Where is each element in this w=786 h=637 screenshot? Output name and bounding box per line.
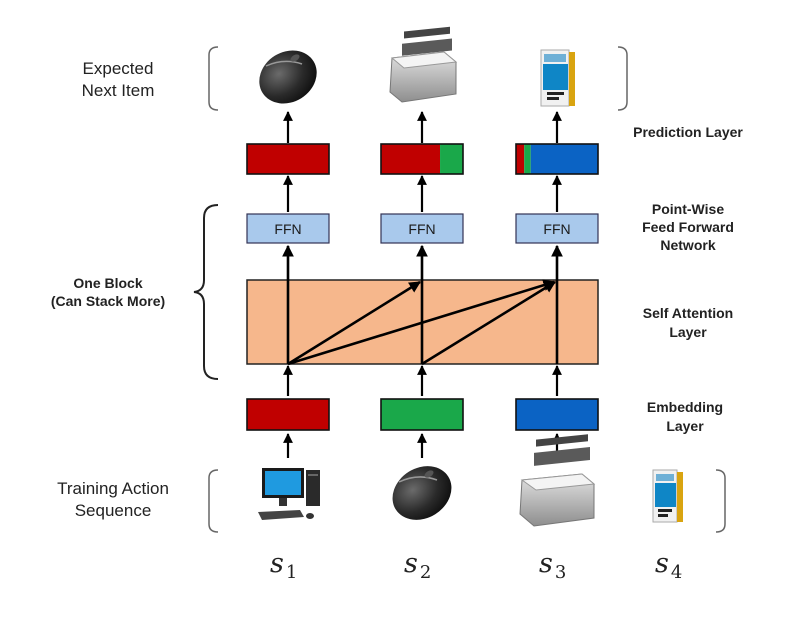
embedding-label-line1: Embedding: [647, 399, 723, 415]
embedding-layer-label: Embedding Layer: [647, 399, 723, 434]
ffn-label-line2: Feed Forward: [642, 219, 734, 235]
prediction-bar-2-outline: [380, 143, 464, 175]
ffn-box-3: FFN: [515, 213, 599, 244]
attn-arrow-1-to-3: [287, 279, 556, 366]
training-right-bracket: [715, 469, 726, 533]
expected-right-bracket: [617, 46, 628, 111]
attention-label-line1: Self Attention: [643, 305, 733, 321]
expected-left-bracket: [208, 46, 219, 111]
prediction-bar-3: [515, 143, 599, 175]
expected-label-line1: Expected: [83, 59, 154, 78]
ffn-layer-label: Point-Wise Feed Forward Network: [642, 201, 734, 253]
training-label-line1: Training Action: [57, 479, 169, 498]
training-label-line2: Sequence: [75, 501, 152, 520]
embedding-bar-2: [380, 398, 464, 431]
training-sequence-label: Training Action Sequence: [57, 479, 169, 520]
one-block-curly-brace: [193, 204, 219, 380]
attention-arrows: [282, 244, 563, 366]
ffn-box-2: FFN: [380, 213, 464, 244]
embedding-bar-1: [246, 398, 330, 431]
one-block-line2: (Can Stack More): [51, 293, 165, 309]
prediction-bar-2: [380, 143, 464, 175]
prediction-bar-2-segment-red: [381, 144, 441, 174]
attention-label-line2: Layer: [669, 324, 707, 340]
self-attention-label: Self Attention Layer: [643, 305, 733, 340]
expected-item-mouse-icon: [259, 50, 317, 104]
training-left-bracket: [208, 469, 219, 533]
expected-item-printer-icon: [389, 26, 458, 103]
prediction-bar-3-outline: [515, 143, 599, 175]
prediction-layer-label: Prediction Layer: [633, 124, 743, 140]
expected-label-line2: Next Item: [82, 81, 155, 100]
ffn-box-1: FFN: [246, 213, 330, 244]
ffn-box-2-label: FFN: [408, 221, 435, 237]
embedding-layer-bars: [246, 398, 599, 431]
expected-next-item-label: Expected Next Item: [82, 59, 155, 100]
input-item-book-icon: [652, 469, 683, 523]
ffn-box-3-label: FFN: [543, 221, 570, 237]
embedding-bar-3: [515, 398, 599, 431]
one-block-label: One Block (Can Stack More): [51, 275, 165, 309]
prediction-layer-bars: [246, 143, 599, 175]
prediction-bar-1: [246, 143, 330, 175]
attn-arrow-2-to-3: [421, 280, 556, 366]
prediction-bar-1-segment-red: [247, 144, 329, 174]
ffn-label-line1: Point-Wise: [652, 201, 724, 217]
ffn-box-1-label: FFN: [274, 221, 301, 237]
attn-arrow-1-to-2: [287, 280, 421, 366]
prediction-bar-2-segment-green: [440, 144, 463, 174]
embedding-label-line2: Layer: [666, 418, 704, 434]
one-block-line1: One Block: [73, 275, 142, 291]
ffn-label-line3: Network: [660, 237, 715, 253]
expected-item-book-icon: [540, 49, 575, 107]
prediction-bar-3-segment-red: [516, 144, 525, 174]
prediction-bar-1-outline: [246, 143, 330, 175]
input-item-mouse-icon: [392, 466, 452, 520]
prediction-bar-3-segment-green: [524, 144, 531, 174]
prediction-bar-3-segment-blue: [530, 144, 598, 174]
vertical-arrows: [283, 111, 562, 458]
input-item-computer-icon: [258, 468, 320, 520]
input-item-printer-icon: [519, 434, 596, 527]
